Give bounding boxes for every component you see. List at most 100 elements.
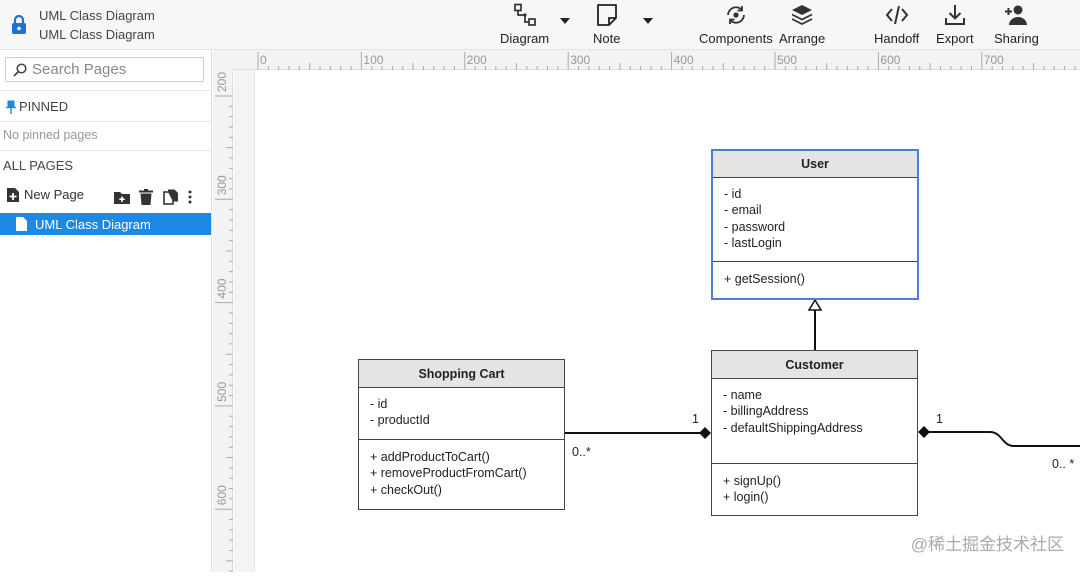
note-button[interactable]: Note [593, 3, 620, 46]
sharing-label: Sharing [994, 31, 1039, 46]
note-icon [596, 4, 617, 26]
attribute: - defaultShippingAddress [723, 420, 863, 435]
multiplicity-label: 0..* [572, 445, 591, 459]
export-button[interactable]: Export [936, 3, 974, 46]
diagram-dropdown-icon[interactable] [559, 16, 571, 26]
ruler-label: 600 [880, 53, 900, 67]
operation: + checkOut() [370, 482, 442, 497]
connectors-layer [565, 298, 1080, 447]
document-title[interactable]: UML Class Diagram [39, 8, 155, 23]
class-customer-attributes: - name - billingAddress - defaultShippin… [712, 379, 917, 464]
ruler-label: 500 [215, 382, 229, 402]
top-toolbar: UML Class Diagram UML Class Diagram Diag… [0, 0, 1080, 50]
pinned-empty-text: No pinned pages [3, 128, 98, 142]
sharing-button[interactable]: Sharing [994, 3, 1039, 46]
divider [0, 90, 212, 91]
ruler-label: 0 [260, 53, 267, 67]
cart-customer-association[interactable] [565, 427, 711, 439]
class-shopping-cart-operations: + addProductToCart() + removeProductFrom… [359, 440, 564, 507]
operation: + signUp() [723, 474, 782, 488]
diagram-button[interactable]: Diagram [500, 3, 549, 46]
ruler-label: 500 [777, 53, 797, 67]
attribute: - billingAddress [723, 404, 809, 419]
page-item-label: UML Class Diagram [35, 216, 151, 232]
ruler-label: 700 [984, 53, 1004, 67]
page-name[interactable]: UML Class Diagram [39, 27, 155, 42]
handoff-button[interactable]: Handoff [874, 3, 919, 46]
diagram-canvas[interactable]: User - id - email - password - lastLogin… [234, 70, 1080, 572]
horizontal-ruler[interactable]: 0 100 200 300 400 500 600 700 [233, 50, 1080, 70]
attribute: - id [724, 187, 742, 201]
lock-icon[interactable] [10, 15, 28, 35]
ruler-label: 400 [215, 278, 229, 298]
trash-icon[interactable] [138, 189, 154, 205]
class-customer[interactable]: Customer - name - billingAddress - defau… [711, 350, 918, 516]
new-folder-icon[interactable] [114, 189, 130, 205]
inheritance-connector[interactable] [807, 298, 823, 351]
code-icon [885, 5, 908, 25]
attribute: - id [370, 397, 388, 411]
multiplicity-label: 1 [936, 412, 943, 426]
class-shopping-cart[interactable]: Shopping Cart - id - productId + addProd… [358, 359, 565, 510]
arrange-label: Arrange [779, 31, 826, 46]
new-page-button[interactable]: New Page [6, 187, 84, 202]
ruler-label: 400 [674, 53, 694, 67]
search-icon [13, 63, 27, 77]
class-user[interactable]: User - id - email - password - lastLogin… [711, 149, 919, 300]
attribute: - productId [370, 413, 430, 428]
download-icon [944, 5, 965, 25]
ruler-label: 300 [570, 53, 590, 67]
pages-sidebar: PINNED No pinned pages ALL PAGES New Pag… [0, 50, 212, 572]
attribute: - email [724, 203, 762, 218]
arrange-button[interactable]: Arrange [779, 3, 825, 46]
operation: + login() [723, 490, 769, 505]
canvas-margin [234, 70, 255, 572]
ruler-label: 200 [215, 72, 229, 92]
class-user-operations: + getSession() [713, 262, 917, 296]
class-customer-name: Customer [712, 351, 917, 379]
ruler-corner [213, 50, 233, 70]
attribute: - lastLogin [724, 235, 782, 250]
ruler-label: 100 [363, 53, 383, 67]
handoff-label: Handoff [874, 31, 920, 46]
horizontal-ruler-ticks: 0 100 200 300 400 500 600 700 [257, 52, 1076, 70]
ruler-label: 300 [215, 175, 229, 195]
add-page-icon [7, 187, 19, 202]
pinned-header: PINNED [19, 99, 69, 114]
class-shopping-cart-name: Shopping Cart [359, 360, 564, 388]
page-icon [16, 217, 27, 231]
class-user-attributes: - id - email - password - lastLogin [713, 178, 917, 262]
operation: + getSession() [724, 272, 805, 286]
search-input[interactable] [32, 60, 200, 79]
note-label: Note [593, 31, 621, 46]
duplicate-icon[interactable] [163, 189, 179, 205]
components-label: Components [699, 31, 773, 46]
divider [0, 150, 212, 151]
operation: + addProductToCart() [370, 450, 490, 464]
search-box[interactable] [5, 57, 204, 82]
multiplicity-label: 0.. * [1052, 457, 1075, 471]
layers-icon [791, 5, 813, 26]
customer-right-association[interactable] [918, 426, 1080, 447]
class-user-name: User [713, 151, 917, 178]
divider [0, 121, 212, 122]
attribute: - name [723, 388, 762, 402]
class-customer-operations: + signUp() + login() [712, 464, 917, 515]
more-options-icon[interactable] [186, 189, 194, 205]
pin-icon [6, 100, 16, 114]
components-icon [726, 6, 745, 24]
operation: + removeProductFromCart() [370, 466, 527, 481]
page-item-uml-class-diagram[interactable]: UML Class Diagram [0, 213, 211, 235]
components-button[interactable]: Components [699, 3, 773, 46]
new-page-label: New Page [24, 187, 84, 202]
multiplicity-label: 1 [692, 412, 699, 426]
watermark: @稀土掘金技术社区 [910, 535, 1064, 554]
diagram-icon [513, 3, 536, 26]
add-user-icon [1005, 5, 1028, 25]
note-dropdown-icon[interactable] [642, 16, 654, 26]
export-label: Export [936, 31, 974, 46]
class-shopping-cart-attributes: - id - productId [359, 388, 564, 440]
ruler-label: 200 [467, 53, 487, 67]
